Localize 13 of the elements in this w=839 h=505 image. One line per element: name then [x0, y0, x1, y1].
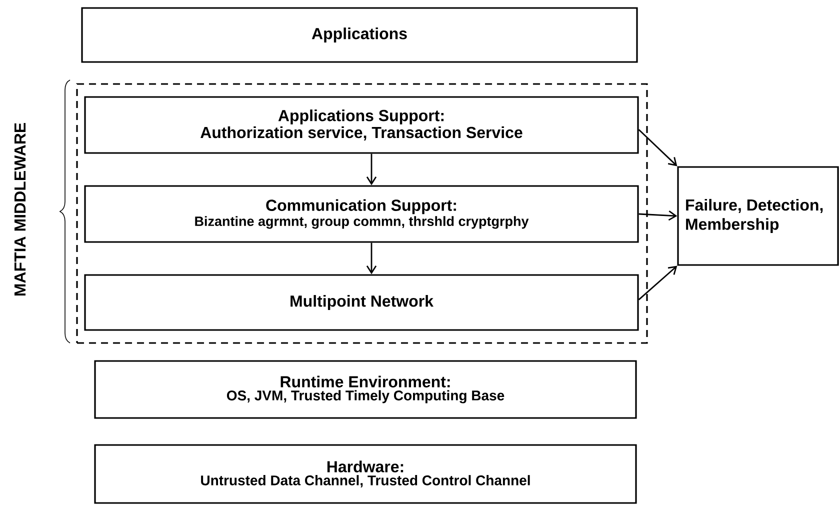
arrow	[366, 154, 377, 186]
arrow	[638, 266, 678, 300]
arrow	[638, 129, 678, 166]
layer-box: Failure, Detection, Membership	[677, 166, 839, 266]
layer-box: Multipoint Network	[84, 274, 639, 331]
group-label: MAFTIA MIDDLEWARE	[14, 123, 26, 296]
layer-box: Communication Support: Bizantine agrmnt, group commn, thrshld cryptgrphy	[84, 185, 639, 243]
arrow	[366, 242, 377, 274]
arrow	[638, 210, 678, 221]
layer-box: Applications	[81, 7, 638, 63]
layer-box: Runtime Environment: OS, JVM, Trusted Timely Computing Base	[94, 360, 637, 419]
layer-box: Hardware: Untrusted Data Channel, Trusted Control Channel	[94, 444, 637, 504]
layer-box: Applications Support: Authorization service, Transaction Service	[84, 96, 639, 154]
